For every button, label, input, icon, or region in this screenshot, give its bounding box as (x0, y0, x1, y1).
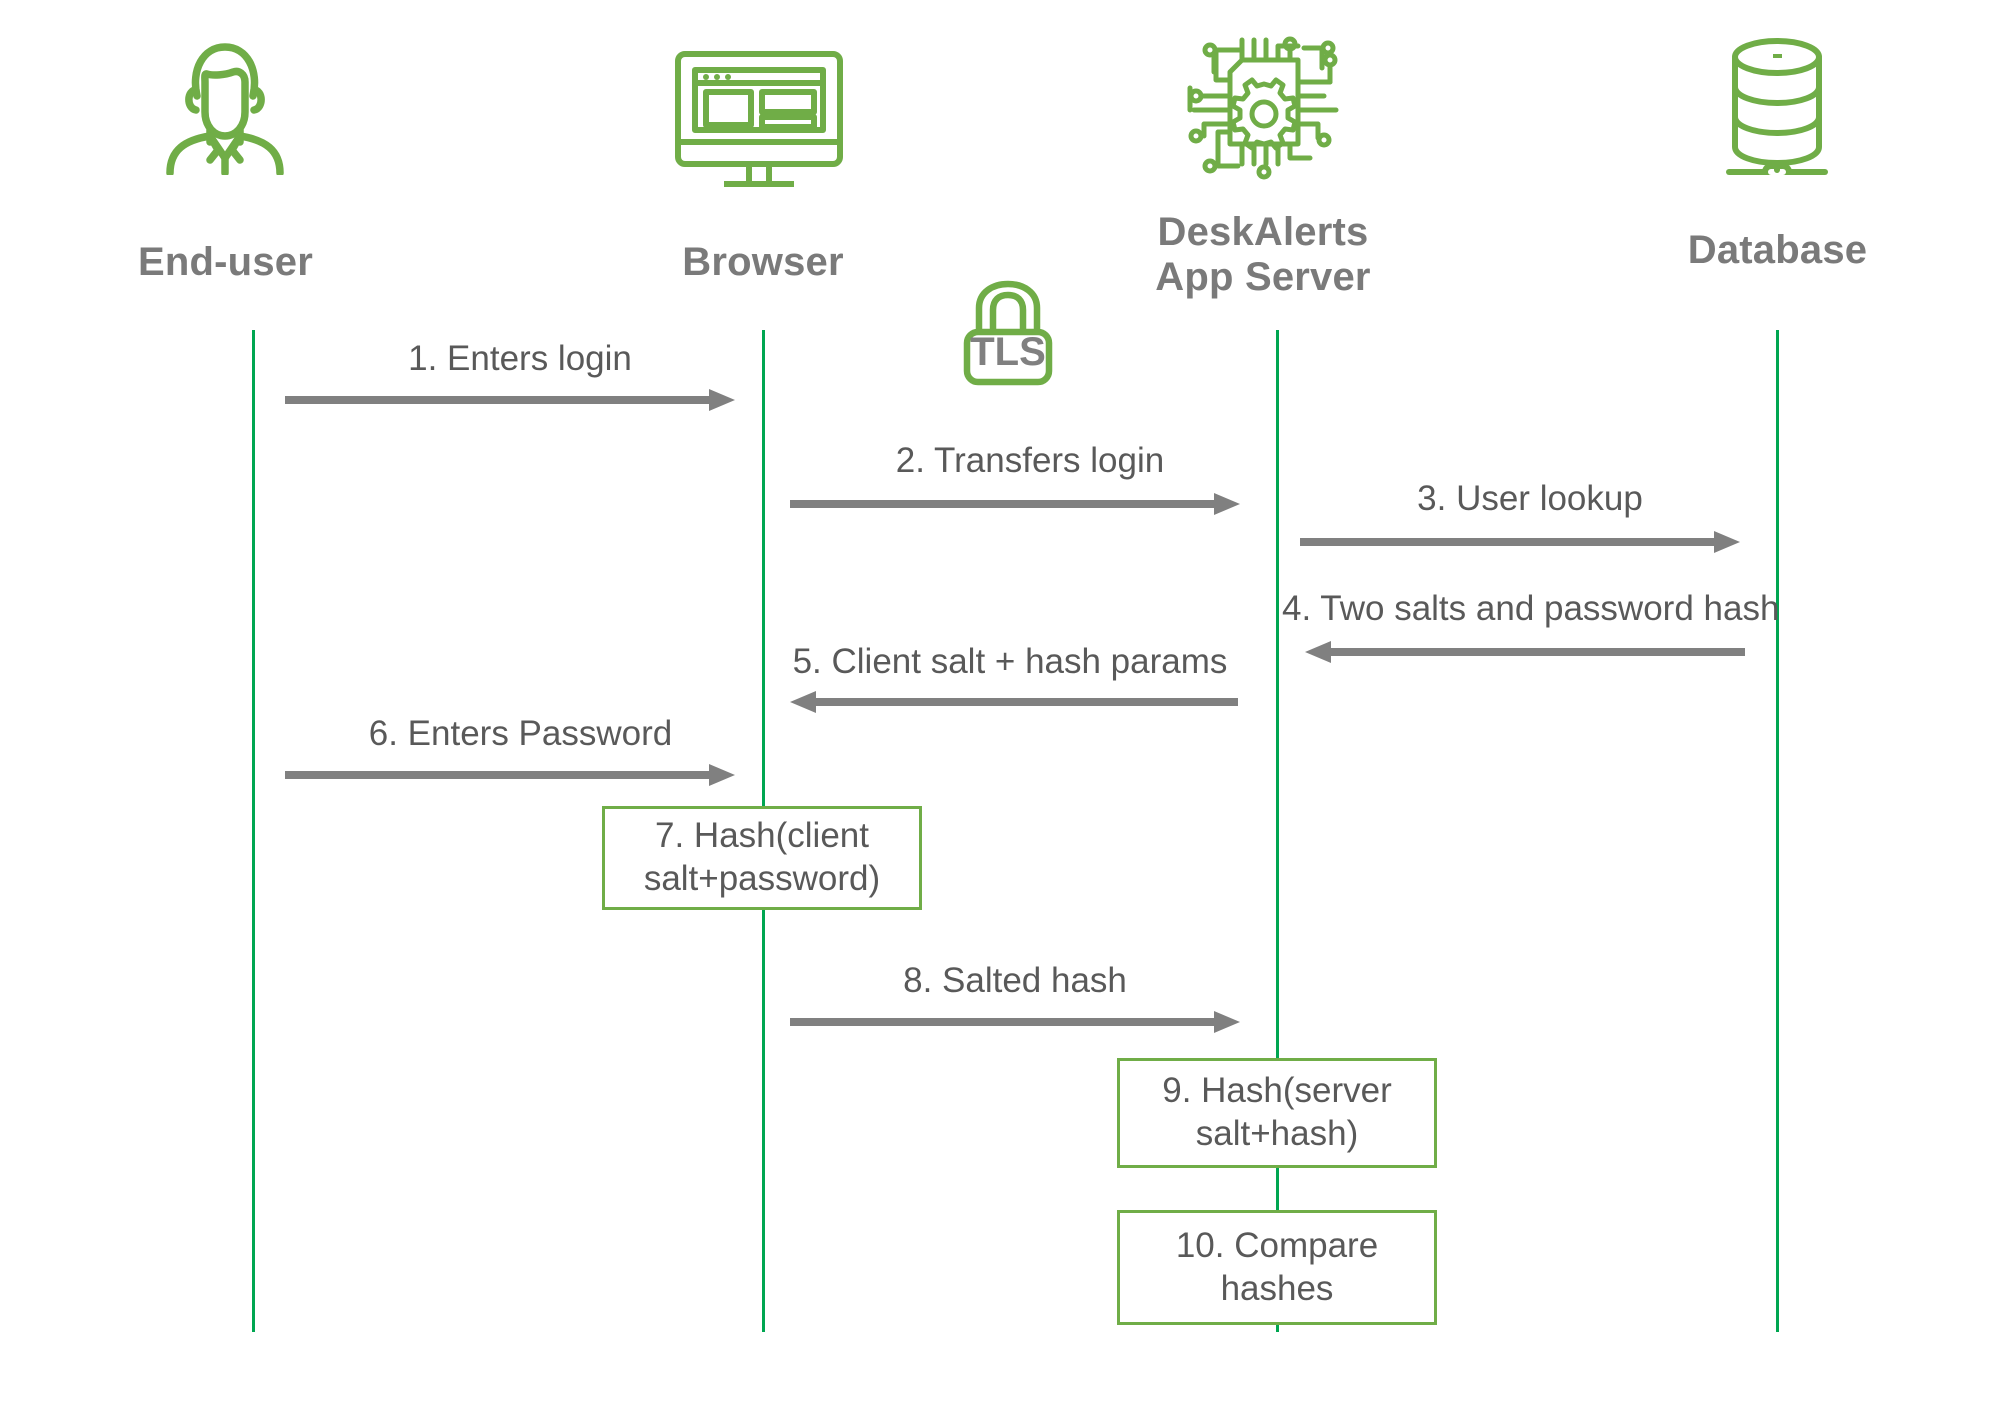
actor-label-browser: Browser (682, 240, 844, 284)
actor-label-end-user: End-user (138, 240, 313, 284)
message-3-label: 3. User lookup (1417, 479, 1643, 518)
message-5-label: 5. Client salt + hash params (792, 642, 1228, 681)
monitor-browser-icon (675, 51, 843, 187)
message-8-arrow (790, 1011, 1240, 1033)
cpu-chip-gear-icon (1187, 36, 1339, 180)
process-box-9: 9. Hash(server salt+hash) (1117, 1058, 1437, 1168)
tls-badge-label: TLS (970, 330, 1046, 374)
message-2-arrow (790, 493, 1240, 515)
message-6-arrow (285, 764, 735, 786)
message-8-label: 8. Salted hash (903, 961, 1127, 1000)
message-4-label: 4. Two salts and password hash (1282, 589, 1780, 628)
padlock-icon (963, 280, 1053, 386)
lifeline-end-user (252, 330, 255, 1332)
message-2-label: 2. Transfers login (895, 441, 1165, 480)
message-3-arrow (1300, 531, 1740, 553)
database-cylinder-icon (1726, 38, 1828, 175)
lifeline-database (1776, 330, 1779, 1332)
process-box-10: 10. Compare hashes (1117, 1210, 1437, 1325)
actor-label-app-server: DeskAlerts App Server (1155, 210, 1371, 299)
message-1-label: 1. Enters login (408, 339, 632, 378)
message-4-arrow (1305, 641, 1745, 663)
actor-label-database: Database (1687, 228, 1868, 272)
message-6-label: 6. Enters Password (368, 714, 673, 753)
person-icon (166, 43, 284, 175)
process-box-7: 7. Hash(client salt+password) (602, 806, 922, 910)
lifeline-app-server (1276, 330, 1279, 1332)
message-1-arrow (285, 389, 735, 411)
message-5-arrow (790, 691, 1238, 713)
